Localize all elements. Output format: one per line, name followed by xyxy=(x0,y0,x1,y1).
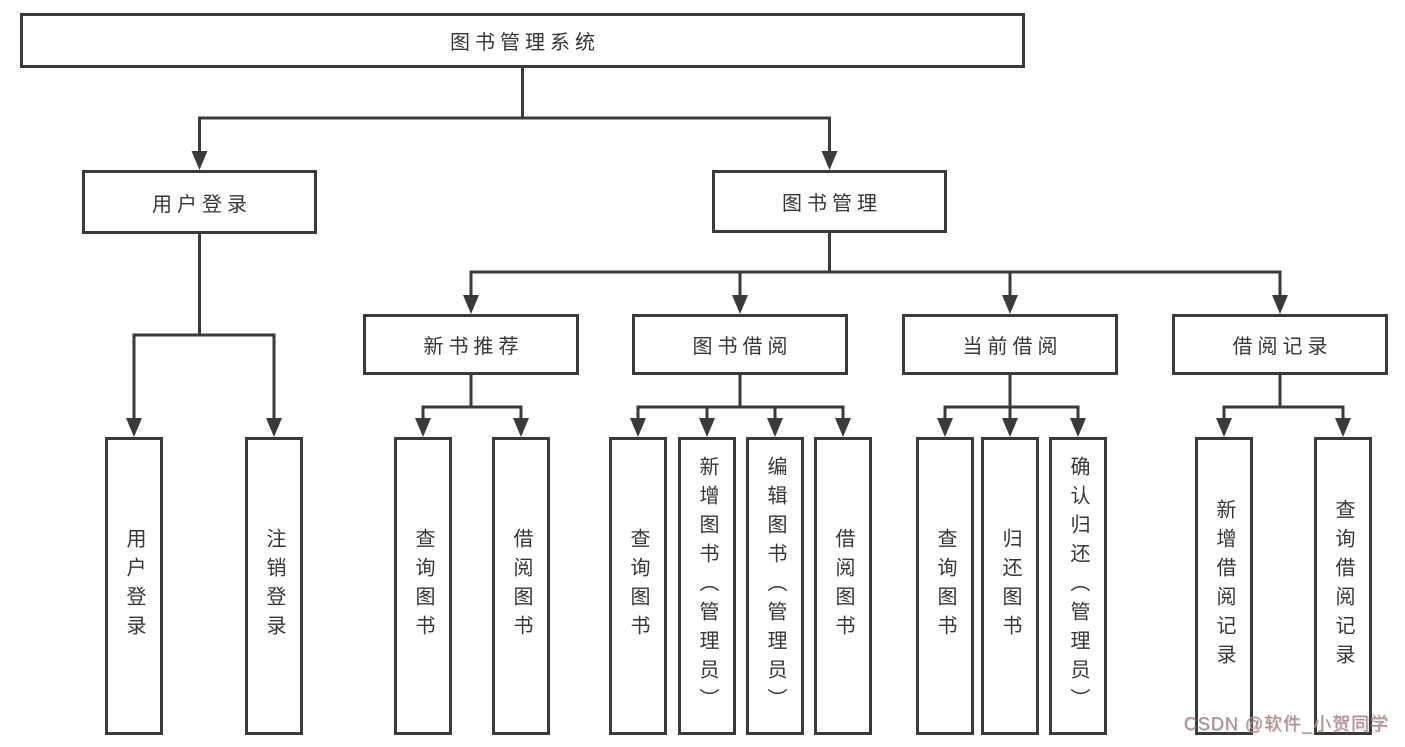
node-label: 借阅图书 xyxy=(832,528,854,644)
node-borrow-books-recommend: 借阅图书 xyxy=(492,437,550,735)
node-label: 编辑图书（管理员） xyxy=(764,455,786,717)
node-borrow-books-leaf: 借阅图书 xyxy=(814,437,872,735)
node-current-borrowing: 当前借阅 xyxy=(902,314,1118,375)
node-label: 查询图书 xyxy=(412,528,434,644)
node-label: 图书管理 xyxy=(782,193,882,215)
node-user-login: 用户登录 xyxy=(82,170,317,234)
csdn-watermark: CSDN @软件_小贺同学 xyxy=(1183,714,1389,734)
node-return-book: 归还图书 xyxy=(981,437,1039,735)
node-search-books-current: 查询图书 xyxy=(916,437,974,735)
node-label: 新增借阅记录 xyxy=(1213,499,1235,673)
node-confirm-return-admin: 确认归还（管理员） xyxy=(1049,437,1107,735)
node-search-books-borrow: 查询图书 xyxy=(609,437,667,735)
node-add-borrow-record: 新增借阅记录 xyxy=(1195,437,1253,735)
node-book-borrowing: 图书借阅 xyxy=(632,314,848,375)
node-label: 当前借阅 xyxy=(962,336,1063,358)
node-label: 确认归还（管理员） xyxy=(1067,455,1089,717)
node-logout: 注销登录 xyxy=(245,437,303,735)
node-new-book-recommend: 新书推荐 xyxy=(363,314,579,375)
node-search-borrow-record: 查询借阅记录 xyxy=(1314,437,1372,735)
node-search-books-recommend: 查询图书 xyxy=(394,437,452,735)
node-label: 归还图书 xyxy=(999,528,1021,644)
node-add-book-admin: 新增图书（管理员） xyxy=(678,437,736,735)
node-library-system: 图书管理系统 xyxy=(20,13,1025,68)
node-label: 图书管理系统 xyxy=(450,32,600,54)
node-label: 借阅图书 xyxy=(510,528,532,644)
node-label: 注销登录 xyxy=(263,528,285,644)
node-label: 新书推荐 xyxy=(423,336,524,358)
node-user-login-leaf: 用户登录 xyxy=(105,437,163,735)
node-edit-book-admin: 编辑图书（管理员） xyxy=(746,437,804,735)
node-borrowing-records: 借阅记录 xyxy=(1172,314,1388,375)
node-label: 借阅记录 xyxy=(1232,336,1333,358)
node-label: 图书借阅 xyxy=(692,336,793,358)
node-label: 新增图书（管理员） xyxy=(696,455,718,717)
node-label: 查询图书 xyxy=(934,528,956,644)
node-label: 查询借阅记录 xyxy=(1332,499,1354,673)
node-label: 用户登录 xyxy=(152,193,252,216)
node-label: 用户登录 xyxy=(123,528,145,644)
node-label: 查询图书 xyxy=(627,528,649,644)
node-book-management: 图书管理 xyxy=(712,170,947,233)
